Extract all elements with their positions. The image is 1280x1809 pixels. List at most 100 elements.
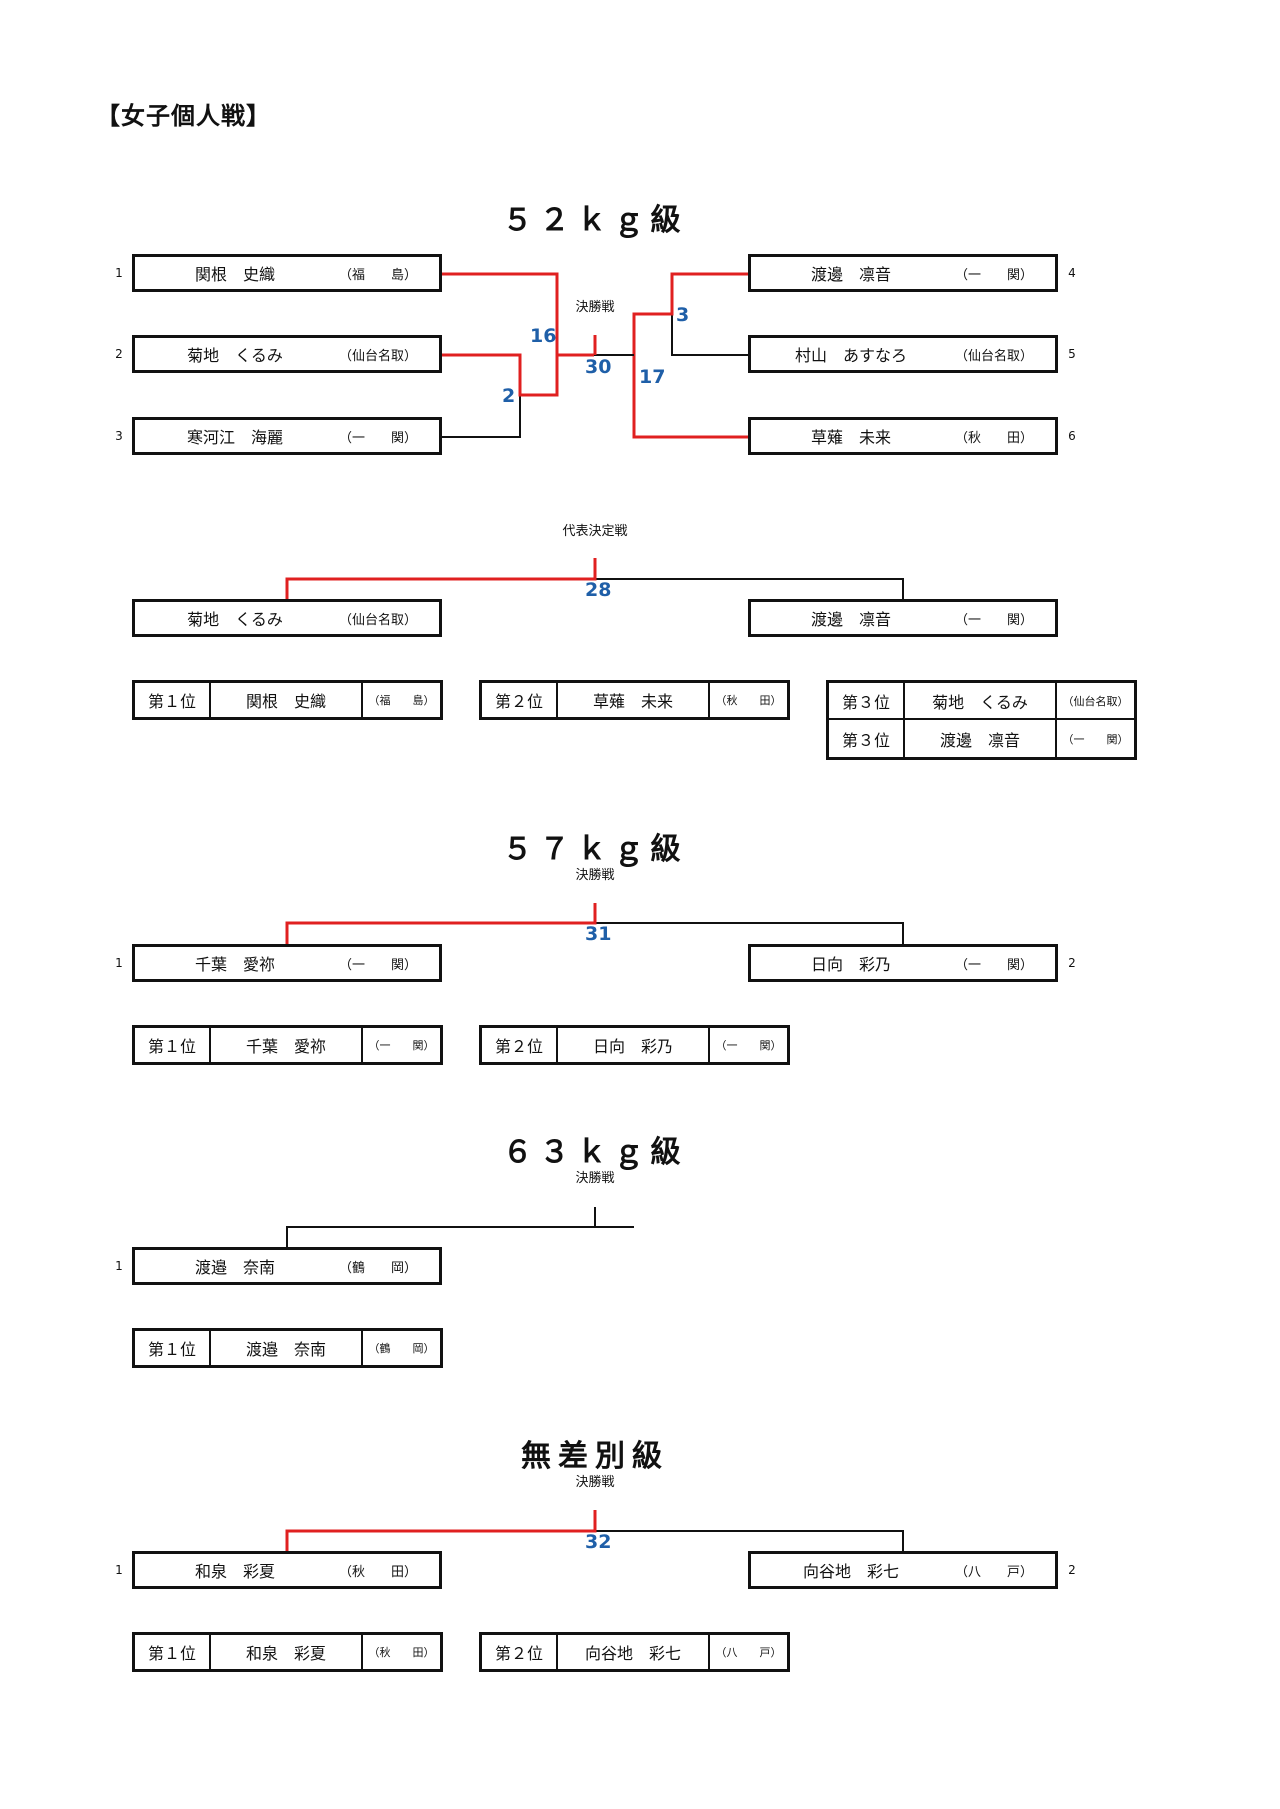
- entrant-name: 村山 あすなろ: [794, 346, 907, 365]
- match-score: 32: [585, 1531, 612, 1553]
- result-rank: 第３位: [829, 683, 905, 718]
- result-57-second: 第２位 日向 彩乃 （一 関）: [479, 1025, 790, 1065]
- result-name: 和泉 彩夏: [211, 1635, 363, 1669]
- result-name: 菊地 くるみ: [905, 683, 1057, 718]
- result-team: （仙台名取）: [1062, 694, 1129, 708]
- entrant-team: （一 関）: [954, 957, 1033, 973]
- entrant-team: （八 戸）: [954, 1564, 1033, 1580]
- class-title-57kg: ５７ｋｇ級: [502, 832, 688, 867]
- rep-caption-52kg: 代表決定戦: [562, 524, 628, 539]
- result-row: 第３位 菊地 くるみ （仙台名取）: [829, 683, 1134, 720]
- line-open-loser: [595, 1530, 904, 1551]
- result-name: 草薙 未来: [558, 683, 710, 717]
- entrant-team: （鶴 岡）: [338, 1260, 417, 1276]
- entrant-team: （一 関）: [954, 612, 1033, 628]
- seed-number: 2: [1068, 956, 1076, 970]
- match-score: 3: [676, 304, 690, 326]
- entrant-team: （一 関）: [338, 957, 417, 973]
- result-team: （鶴 岡）: [368, 1342, 435, 1355]
- entrant-box-open-2: 向谷地 彩七 （八 戸）: [748, 1551, 1058, 1589]
- entrant-team: （秋 田）: [954, 430, 1033, 446]
- result-63-first: 第１位 渡邉 奈南 （鶴 岡）: [132, 1328, 443, 1368]
- entrant-name: 菊地 くるみ: [187, 610, 283, 629]
- entrant-box-52-1: 関根 史織 （福 島）: [132, 254, 442, 292]
- entrant-box-52-2: 菊地 くるみ （仙台名取）: [132, 335, 442, 373]
- result-name: 関根 史織: [211, 683, 363, 717]
- line-52-m3-loser: [671, 314, 748, 356]
- line-52-m2-loser: [442, 395, 521, 438]
- entrant-box-52-6: 草薙 未来 （秋 田）: [748, 417, 1058, 455]
- result-open-second: 第２位 向谷地 彩七 （八 戸）: [479, 1632, 790, 1672]
- match-score: 31: [585, 923, 612, 945]
- match-score: 30: [585, 356, 612, 378]
- seed-number: 4: [1068, 266, 1076, 280]
- entrant-name: 渡邊 凛音: [810, 610, 891, 629]
- entrant-team: （福 島）: [338, 267, 417, 283]
- result-rank: 第３位: [829, 720, 905, 757]
- entrant-name: 日向 彩乃: [810, 955, 891, 974]
- entrant-team: （仙台名取）: [338, 348, 417, 364]
- result-team: （一 関）: [368, 1039, 435, 1052]
- result-team: （秋 田）: [368, 1646, 435, 1659]
- final-caption-open: 決勝戦: [575, 1475, 615, 1490]
- seed-number: 5: [1068, 347, 1076, 361]
- result-52-third: 第３位 菊地 くるみ （仙台名取） 第３位 渡邊 凛音 （一 関）: [826, 680, 1137, 760]
- result-rank: 第２位: [482, 683, 558, 717]
- class-title-open: 無差別級: [521, 1439, 669, 1474]
- class-title-63kg: ６３ｋｇ級: [502, 1135, 688, 1170]
- result-name: 千葉 愛祢: [211, 1028, 363, 1062]
- match-score: 2: [502, 385, 516, 407]
- seed-number: 3: [115, 429, 123, 443]
- entrant-team: （一 関）: [954, 267, 1033, 283]
- entrant-team: （仙台名取）: [338, 612, 417, 628]
- entrant-box-52-4: 渡邊 凛音 （一 関）: [748, 254, 1058, 292]
- result-rank: 第２位: [482, 1635, 558, 1669]
- line-52-m2-winner: [442, 353, 559, 397]
- seed-number: 6: [1068, 429, 1076, 443]
- entrant-name: 菊地 くるみ: [187, 346, 283, 365]
- match-score: 17: [639, 366, 666, 388]
- result-name: 渡邊 凛音: [905, 720, 1057, 757]
- entrant-name: 千葉 愛祢: [194, 955, 275, 974]
- entrant-team: （一 関）: [338, 430, 417, 446]
- match-score: 16: [530, 325, 557, 347]
- entrant-box-52-5: 村山 あすなろ （仙台名取）: [748, 335, 1058, 373]
- line-52-rep-winner: [285, 558, 597, 599]
- result-name: 日向 彩乃: [558, 1028, 710, 1062]
- entrant-name: 草薙 未来: [810, 428, 891, 447]
- seed-number: 1: [115, 266, 123, 280]
- result-team: （八 戸）: [715, 1646, 782, 1659]
- entrant-name: 関根 史織: [194, 265, 275, 284]
- result-row: 第３位 渡邊 凛音 （一 関）: [829, 720, 1134, 757]
- line-57-winner: [285, 903, 597, 944]
- entrant-box-52-3: 寒河江 海麗 （一 関）: [132, 417, 442, 455]
- result-52-second: 第２位 草薙 未来 （秋 田）: [479, 680, 790, 720]
- result-team: （一 関）: [1062, 732, 1129, 746]
- final-caption-57kg: 決勝戦: [575, 868, 615, 883]
- line-52-rep-loser: [595, 578, 904, 599]
- result-rank: 第１位: [135, 1028, 211, 1062]
- result-52-first: 第１位 関根 史織 （福 島）: [132, 680, 443, 720]
- final-caption-63kg: 決勝戦: [575, 1171, 615, 1186]
- result-name: 渡邉 奈南: [211, 1331, 363, 1365]
- rep-box-52-left: 菊地 くるみ （仙台名取）: [132, 599, 442, 637]
- class-title-52kg: ５２ｋｇ級: [502, 203, 688, 238]
- entrant-box-open-1: 和泉 彩夏 （秋 田）: [132, 1551, 442, 1589]
- entrant-name: 渡邊 凛音: [810, 265, 891, 284]
- seed-number: 1: [115, 1259, 123, 1273]
- result-name: 向谷地 彩七: [558, 1635, 710, 1669]
- entrant-box-57-2: 日向 彩乃 （一 関）: [748, 944, 1058, 982]
- seed-number: 2: [115, 347, 123, 361]
- match-score: 28: [585, 579, 612, 601]
- seed-number: 1: [115, 1563, 123, 1577]
- seed-number: 2: [1068, 1563, 1076, 1577]
- line-52-m3-winner: [632, 272, 748, 355]
- result-team: （一 関）: [715, 1039, 782, 1052]
- entrant-team: （仙台名取）: [954, 348, 1033, 364]
- entrant-team: （秋 田）: [338, 1564, 417, 1580]
- seed-number: 1: [115, 956, 123, 970]
- line-52-m17-winner: [632, 355, 748, 439]
- line-57-loser: [595, 922, 904, 944]
- final-caption-52kg: 決勝戦: [575, 300, 615, 315]
